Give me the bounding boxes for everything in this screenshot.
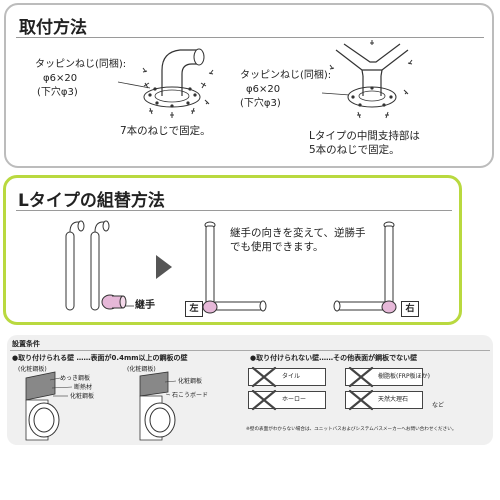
ok-example2-caption: (化粧鋼板) bbox=[127, 366, 156, 373]
ng-item-box-4 bbox=[345, 391, 423, 409]
ok-example1-caption: (化粧鋼板) bbox=[18, 366, 47, 373]
ok-example2-label-2: 石こうボード bbox=[172, 392, 209, 399]
conditions-title: 設置条件 bbox=[12, 340, 40, 348]
right-screw-spec-3: (下穴φ3) bbox=[240, 98, 281, 109]
bracket-elbow-illustration bbox=[117, 48, 214, 118]
ok-wall-heading: ●取り付けられる壁 ……表面が0.4mm以上の鋼板の壁 bbox=[12, 354, 188, 362]
reassembly-note-2: でも使用できます。 bbox=[230, 241, 324, 253]
ng-etc: など bbox=[432, 402, 445, 409]
conditions-title-rule bbox=[10, 350, 490, 351]
ng-item-box-1 bbox=[248, 368, 326, 386]
right-screw-spec-1: タッピンねじ(同梱): bbox=[240, 70, 332, 81]
ng-item-box-3 bbox=[248, 391, 326, 409]
mounting-title: 取付方法 bbox=[19, 18, 87, 38]
right-caption-2: 5本のねじで固定。 bbox=[309, 144, 400, 156]
ok-example1-label-2: 断熱材 bbox=[74, 384, 93, 391]
ng-item-2: 樹脂板(FRP板ほか) bbox=[378, 373, 430, 380]
joint-label: 継手 bbox=[135, 300, 155, 311]
arrow-right-icon bbox=[156, 255, 172, 279]
right-caption-1: Lタイプの中間支持部は bbox=[309, 130, 420, 142]
right-hand-label: 右 bbox=[401, 301, 419, 317]
conditions-footnote: ※壁の表面がわからない場合は、ユニットバスおよびシステムバスメーカーへお問い合わ… bbox=[246, 427, 457, 432]
left-screw-spec-3: (下穴φ3) bbox=[37, 87, 78, 98]
wall-section-illustrations bbox=[25, 371, 177, 441]
bracket-tjoint-illustration bbox=[321, 40, 413, 119]
conditions-panel bbox=[7, 335, 493, 445]
reassembly-illustration bbox=[65, 220, 397, 314]
ng-item-3: ホーロー bbox=[282, 396, 307, 403]
ok-example1-label-3: 化粧鋼板 bbox=[70, 393, 95, 400]
left-caption: 7本のねじで固定。 bbox=[120, 125, 211, 137]
left-screw-spec-2: φ6×20 bbox=[43, 73, 78, 84]
reassembly-title: Lタイプの組替方法 bbox=[18, 191, 165, 211]
right-screw-spec-2: φ6×20 bbox=[246, 84, 281, 95]
ng-item-1: タイル bbox=[282, 373, 301, 380]
ok-example1-label-1: めっき鋼板 bbox=[60, 375, 91, 382]
reassembly-title-rule bbox=[16, 210, 452, 211]
reassembly-note-1: 継手の向きを変えて、逆勝手 bbox=[230, 227, 366, 239]
left-screw-spec-1: タッピンねじ(同梱): bbox=[35, 59, 127, 70]
ng-item-box-2 bbox=[345, 368, 423, 386]
ok-example2-label-1: 化粧鋼板 bbox=[178, 378, 203, 385]
ng-item-4: 天然大理石 bbox=[378, 396, 409, 403]
left-hand-label: 左 bbox=[185, 301, 203, 317]
mounting-title-rule bbox=[16, 37, 484, 38]
mounting-panel bbox=[4, 3, 494, 168]
ng-wall-heading: ●取り付けられない壁……その他表面が鋼板でない壁 bbox=[250, 354, 418, 362]
ng-cross-marks bbox=[251, 366, 374, 411]
